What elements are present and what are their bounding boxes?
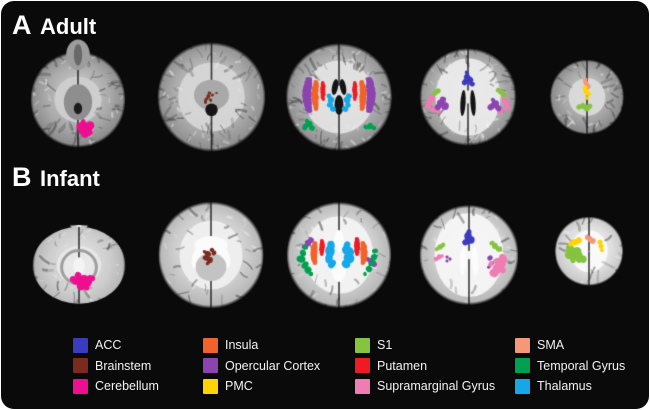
legend-label-thalamus: Thalamus xyxy=(537,379,592,393)
legend-item-insula: Insula xyxy=(203,335,355,356)
panel-title-infant: Infant xyxy=(40,166,100,191)
legend-item-acc: ACC xyxy=(73,335,203,356)
infant-slice-4 xyxy=(409,191,529,319)
legend-swatch-temporal-gyrus xyxy=(515,358,530,374)
infant-slice-5 xyxy=(543,191,635,319)
legend-item-cerebellum: Cerebellum xyxy=(73,376,203,397)
adult-slice-4 xyxy=(411,33,525,161)
infant-slice-row xyxy=(1,191,649,319)
infant-slice-2-image xyxy=(147,191,275,319)
adult-slice-2 xyxy=(149,33,274,161)
panel-letter-b: B xyxy=(12,162,32,192)
adult-slice-5-image xyxy=(541,33,633,161)
legend-item-supramarginal-gyrus: Supramarginal Gyrus xyxy=(355,376,515,397)
panel-header-adult: A Adult xyxy=(12,12,96,39)
legend-swatch-pmc xyxy=(203,378,218,394)
adult-slice-1 xyxy=(19,33,137,161)
adult-slice-1-image xyxy=(19,33,137,161)
legend-swatch-s1 xyxy=(355,337,370,353)
adult-slice-4-image xyxy=(411,33,525,161)
infant-slice-3-image xyxy=(277,191,401,319)
infant-slice-3 xyxy=(277,191,401,319)
legend-swatch-opercular-cortex xyxy=(203,358,218,374)
legend-label-pmc: PMC xyxy=(225,379,253,393)
legend-item-temporal-gyrus: Temporal Gyrus xyxy=(515,356,629,377)
legend-item-brainstem: Brainstem xyxy=(73,356,203,377)
legend-item-opercular-cortex: Opercular Cortex xyxy=(203,356,355,377)
legend-swatch-cerebellum xyxy=(73,378,88,394)
legend-swatch-sma xyxy=(515,337,530,353)
legend-item-thalamus: Thalamus xyxy=(515,376,629,397)
legend-label-sma: SMA xyxy=(537,338,565,352)
panel-title-adult: Adult xyxy=(40,14,97,39)
adult-slice-2-image xyxy=(149,33,274,161)
adult-slice-5 xyxy=(541,33,633,161)
legend-item-pmc: PMC xyxy=(203,376,355,397)
legend-label-temporal-gyrus: Temporal Gyrus xyxy=(537,358,626,373)
infant-slice-2 xyxy=(147,191,275,319)
adult-slice-3-image xyxy=(279,33,399,161)
panel-header-infant: B Infant xyxy=(12,164,100,191)
legend-item-sma: SMA xyxy=(515,335,629,356)
legend-label-s1: S1 xyxy=(377,338,393,352)
infant-slice-1-image xyxy=(21,191,137,319)
legend-label-putamen: Putamen xyxy=(377,358,428,373)
legend-swatch-thalamus xyxy=(515,378,530,394)
legend-swatch-putamen xyxy=(355,358,370,374)
legend-label-cerebellum: Cerebellum xyxy=(95,379,159,393)
adult-slice-row xyxy=(1,33,649,161)
roi-color-legend: ACC Insula S1 SMA Brainstem Opercular xyxy=(73,335,629,397)
infant-slice-4-image xyxy=(409,191,529,319)
legend-swatch-supramarginal-gyrus xyxy=(355,378,370,394)
panel-letter-a: A xyxy=(12,10,32,40)
infant-slice-1 xyxy=(21,191,137,319)
legend-label-insula: Insula xyxy=(225,338,259,352)
legend-label-opercular-cortex: Opercular Cortex xyxy=(225,358,321,373)
legend-label-brainstem: Brainstem xyxy=(95,358,152,373)
legend-item-s1: S1 xyxy=(355,335,515,356)
legend-swatch-insula xyxy=(203,337,218,353)
legend-label-supramarginal-gyrus: Supramarginal Gyrus xyxy=(377,379,496,393)
infant-slice-5-image xyxy=(543,191,635,319)
legend-swatch-brainstem xyxy=(73,358,88,374)
legend-swatch-acc xyxy=(73,337,88,353)
legend-item-putamen: Putamen xyxy=(355,356,515,377)
adult-slice-3 xyxy=(279,33,399,161)
legend-label-acc: ACC xyxy=(95,338,122,352)
